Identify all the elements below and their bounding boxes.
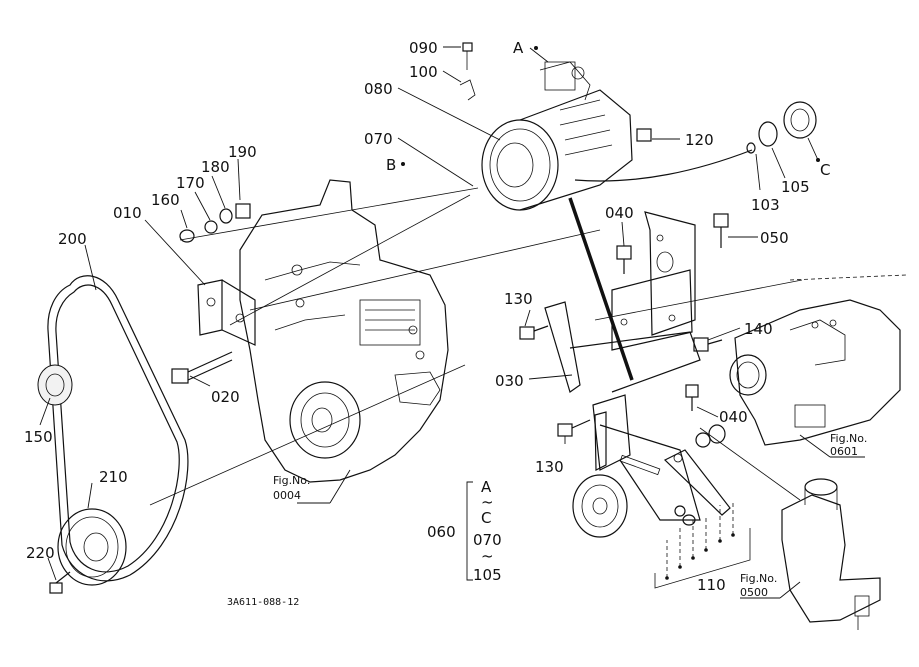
fitting-120: [636, 128, 652, 142]
fan-belt: [47, 275, 189, 582]
bolt-130-upper: [519, 325, 549, 340]
bolt-020: [171, 351, 233, 384]
kit-line-2: ~: [481, 493, 494, 511]
bolt-040-lower: [685, 384, 699, 411]
marker-dot-c: [816, 158, 820, 162]
fig-0601-label: Fig.No.: [830, 432, 867, 445]
gear-case: [239, 179, 449, 483]
bracket-030: [544, 211, 701, 393]
kit-bracket: [466, 481, 473, 581]
marker-dot-a: [534, 46, 538, 50]
callout-120: 120: [685, 131, 714, 149]
callout-020: 020: [211, 388, 240, 406]
assembly-axis-line-2: [229, 194, 471, 326]
reference-line-4: [699, 427, 801, 501]
assembly-arrow: [568, 197, 634, 381]
tension-bracket: [592, 394, 701, 521]
kit-line-6: 105: [473, 566, 502, 584]
leader-lines: [39, 46, 865, 599]
callout-090: 090: [409, 39, 438, 57]
callout-210: 210: [99, 468, 128, 486]
kit-number: 060: [427, 523, 456, 541]
tension-pulley: [572, 474, 628, 538]
adjust-bolt: [663, 424, 731, 526]
callout-100: 100: [409, 63, 438, 81]
seal-103: [746, 142, 756, 154]
callout-080: 080: [364, 80, 393, 98]
reference-line-2: [149, 364, 466, 506]
hardware-set-110: [654, 500, 751, 589]
water-pump-housing: [729, 274, 907, 446]
callout-160: 160: [151, 191, 180, 209]
washer-stack: [179, 203, 251, 243]
fig-0004-label: Fig.No.: [273, 474, 310, 487]
callout-170: 170: [176, 174, 205, 192]
kit-line-3: C: [481, 509, 491, 527]
callout-220: 220: [26, 544, 55, 562]
callout-105: 105: [781, 178, 810, 196]
callout-050: 050: [760, 229, 789, 247]
ac-compressor: [481, 61, 753, 211]
kit-line-5: ~: [481, 547, 494, 565]
bolt-040-upper: [616, 245, 632, 274]
fig-0004-number: 0004: [273, 489, 301, 502]
fig-0500-label: Fig.No.: [740, 572, 777, 585]
callout-070: 070: [364, 130, 393, 148]
callout-130-upper: 130: [504, 290, 533, 308]
bracket-010: [197, 279, 256, 346]
callout-040-upper: 040: [605, 204, 634, 222]
pulley-105: [758, 101, 817, 147]
thermostat-housing: [781, 478, 881, 630]
assembly-axis-line: [179, 187, 479, 241]
callout-b: B: [386, 156, 396, 174]
callout-040-lower: 040: [719, 408, 748, 426]
callout-103: 103: [751, 196, 780, 214]
callout-030: 030: [495, 372, 524, 390]
callout-140: 140: [744, 320, 773, 338]
callout-150: 150: [24, 428, 53, 446]
bolt-050: [713, 213, 729, 248]
bolt-090: [459, 42, 476, 101]
callout-190: 190: [228, 143, 257, 161]
pulley-bolt: [49, 571, 71, 594]
callout-a: A: [513, 39, 524, 57]
marker-dot-b: [401, 162, 405, 166]
drawing-code: 3A611-088-12: [227, 597, 299, 608]
bolt-140: [693, 337, 723, 352]
callout-130-lower: 130: [535, 458, 564, 476]
reference-line-1: [249, 229, 601, 311]
bolt-130-lower: [557, 419, 591, 437]
kit-line-4: 070: [473, 531, 502, 549]
callout-110: 110: [697, 576, 726, 594]
reference-line-3: [594, 279, 803, 321]
fig-0601-number: 0601: [830, 445, 858, 458]
fig-0500-number: 0500: [740, 586, 768, 599]
callout-180: 180: [201, 158, 230, 176]
callout-c: C: [820, 161, 830, 179]
callout-010: 010: [113, 204, 142, 222]
crank-pulley: [57, 508, 127, 586]
kit-line-1: A: [481, 478, 492, 496]
idler-pulley: [37, 364, 73, 406]
callout-200: 200: [58, 230, 87, 248]
